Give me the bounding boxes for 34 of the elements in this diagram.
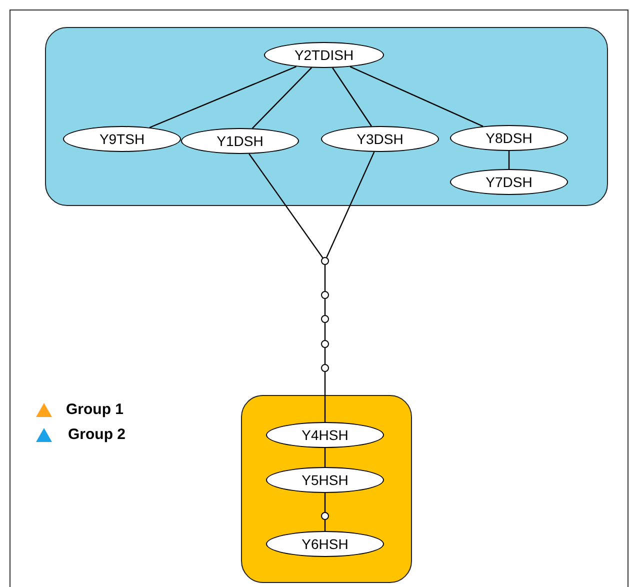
connector-line — [332, 68, 372, 126]
connector-line — [324, 299, 326, 315]
connector-line — [149, 66, 296, 128]
legend-label: Group 2 — [68, 426, 126, 443]
median-vector-dot — [321, 364, 329, 372]
connector-line — [324, 348, 326, 364]
connector-line — [324, 520, 326, 531]
haplotype-label: Y9TSH — [99, 131, 145, 147]
haplotype-label: Y5HSH — [302, 472, 348, 488]
haplotype-label: Y3DSH — [356, 131, 404, 147]
haplotype-label: Y7DSH — [486, 174, 532, 190]
connector-line — [326, 152, 375, 258]
connector-line — [350, 66, 484, 127]
median-vector-dot — [321, 340, 329, 348]
connector-line — [324, 493, 326, 512]
median-vector-dot — [321, 315, 329, 323]
haplotype-label: Y8DSH — [486, 130, 532, 146]
median-vector-dot — [321, 291, 329, 299]
group-panel — [241, 395, 412, 583]
connector-line — [324, 372, 326, 422]
connector-line — [252, 67, 312, 129]
median-vector-dot — [321, 512, 329, 520]
haplotype-label: Y4HSH — [302, 427, 348, 443]
connector-line — [248, 154, 324, 258]
legend-label: Group 1 — [66, 401, 124, 418]
connector-line — [324, 448, 326, 467]
haplotype-label: Y1DSH — [216, 133, 264, 149]
haplotype-label: Y2TDISH — [294, 47, 354, 63]
median-vector-dot — [321, 257, 329, 265]
haplotype-label: Y6HSH — [302, 536, 348, 552]
connector-line — [324, 323, 326, 340]
connector-line — [324, 265, 326, 291]
group-panel — [45, 27, 608, 206]
connector-line — [508, 151, 510, 169]
